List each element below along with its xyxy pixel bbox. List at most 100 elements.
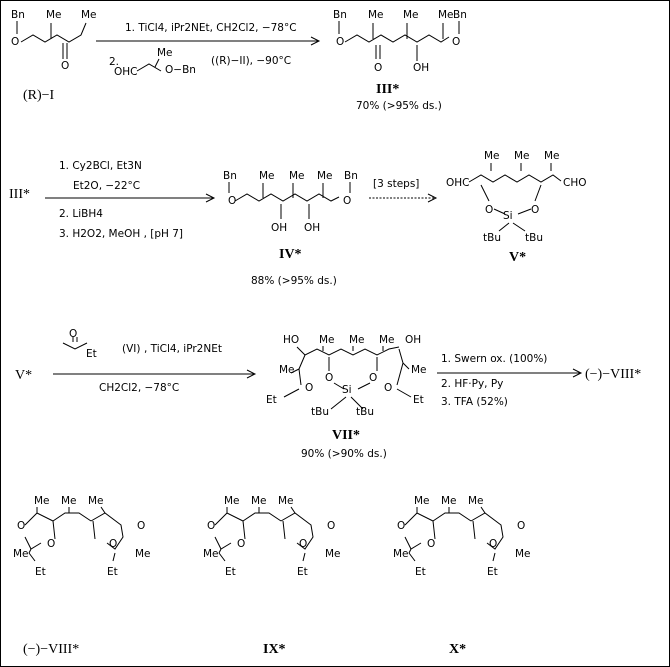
me-label: Me (259, 170, 275, 182)
condition-2: CH2Cl2, −78°C (99, 382, 179, 394)
me-label: Me (514, 150, 530, 162)
bond-skeleton (214, 506, 314, 562)
o-label: O (47, 538, 55, 550)
oh-label: OH (271, 222, 287, 234)
tbu-label: tBu (311, 406, 329, 418)
me-label: Me (544, 150, 560, 162)
o-label: O (397, 520, 405, 532)
me-label: Me (317, 170, 333, 182)
me-label: Me (379, 334, 395, 346)
me-label: Me (34, 495, 50, 507)
compound-label: IX* (263, 642, 286, 657)
me-label: Me (319, 334, 335, 346)
reaction-arrow-3: [3 steps] (369, 178, 438, 203)
bn-label: Bn (333, 9, 347, 21)
condition-2: 2. HF·Py, Py (441, 378, 503, 390)
compound-label: III* (376, 82, 399, 97)
compound-iii: Bn O Me Me Me Bn O O OH III* 70% (>95% d… (333, 9, 467, 112)
me-label: Me (414, 495, 430, 507)
o-label: O (299, 538, 307, 550)
compound-r-i: Bn O Me Me O (R)−I (11, 9, 97, 103)
compound-label: V* (509, 250, 526, 265)
three-steps-label: [3 steps] (373, 178, 419, 190)
et-label: Et (487, 566, 498, 578)
compound-iv: Bn O Me Me Me Bn O OH OH IV* 88% (>95% d… (223, 170, 358, 287)
me-label: Me (438, 9, 454, 21)
arrow-head-icon (427, 193, 438, 203)
me-label: Me (251, 495, 267, 507)
yield-label: 90% (>90% ds.) (301, 448, 387, 460)
o-label: O (305, 382, 313, 394)
yield-label: 88% (>95% ds.) (251, 275, 337, 287)
me-label: Me (349, 334, 365, 346)
o-label: O (61, 60, 69, 72)
reaction-arrow-1: 1. TiCl4, iPr2NEt, CH2Cl2, −78°C 2. OHC … (96, 22, 321, 78)
me-label: Me (515, 548, 531, 560)
bond-skeleton (24, 506, 124, 562)
condition-3: 3. H2O2, MeOH , [pH 7] (59, 228, 183, 240)
o-label: O (327, 520, 335, 532)
et-label: Et (413, 394, 424, 406)
arrow-head-icon (310, 36, 321, 46)
reagent-ii-tail: O−Bn (165, 64, 196, 76)
o-label: O (452, 36, 460, 48)
tbu-label: tBu (483, 232, 501, 244)
bn-label: Bn (223, 170, 237, 182)
o-label: O (485, 204, 493, 216)
o-label: O (325, 372, 333, 384)
condition-1: 1. TiCl4, iPr2NEt, CH2Cl2, −78°C (125, 22, 297, 34)
me-label: Me (13, 548, 29, 560)
condition-2-number: 2. (109, 56, 119, 68)
et-label: Et (266, 394, 277, 406)
o-label: O (17, 520, 25, 532)
me-label: Me (88, 495, 104, 507)
o-label: O (11, 36, 19, 48)
condition-2: 2. LiBH4 (59, 208, 103, 220)
o-label: O (207, 520, 215, 532)
condition-1: 1. Cy2BCl, Et3N (59, 160, 142, 172)
compound-viii-product: (−)−VIII* (585, 367, 641, 382)
me-label: Me (224, 495, 240, 507)
me-label: Me (279, 364, 295, 376)
compound-label: IV* (279, 247, 302, 262)
yield-label: 70% (>95% ds.) (356, 100, 442, 112)
o-label: O (489, 538, 497, 550)
oh-label: OH (304, 222, 320, 234)
bond-skeleton (468, 163, 562, 232)
et-label: Et (297, 566, 308, 578)
compound-label: (R)−I (23, 88, 55, 103)
ohc-label: OHC (446, 177, 470, 189)
me-label: Me (393, 548, 409, 560)
bond-skeleton (338, 21, 460, 61)
compound-x: Me Me Me O O O O Me Me Et Et X* (393, 495, 531, 657)
me-label: Me (368, 9, 384, 21)
compound-iii-ref: III* (9, 187, 30, 202)
o-label: O (369, 372, 377, 384)
bond-skeleton (228, 182, 351, 219)
reagent-ii-bonds (136, 58, 162, 72)
reaction-arrow-5: 1. Swern ox. (100%) 2. HF·Py, Py 3. TFA … (437, 353, 583, 408)
o-label: O (427, 538, 435, 550)
reaction-arrow-4: O Et (VI) , TiCl4, iPr2NEt CH2Cl2, −78°C (53, 328, 257, 394)
o-label: O (137, 520, 145, 532)
oh-label: OH (413, 62, 429, 74)
me-label: Me (484, 150, 500, 162)
condition-2: ((R)−II), −90°C (211, 55, 291, 67)
o-label: O (336, 36, 344, 48)
oh-label: OH (405, 334, 421, 346)
compound-viii: Me Me Me O O O O Me Me Et Et (−)−VIII* (13, 495, 151, 657)
me-label: Me (203, 548, 219, 560)
me-label: Me (289, 170, 305, 182)
bn-label: Bn (344, 170, 358, 182)
compound-vii: HO Me Me Me OH Me Me O O Si O O Et Et tB… (266, 334, 427, 460)
o-label: O (228, 195, 236, 207)
et-label: Et (86, 348, 97, 360)
compound-label: VII* (332, 428, 360, 443)
bn-label: Bn (11, 9, 25, 21)
me-label: Me (81, 9, 97, 21)
et-label: Et (225, 566, 236, 578)
bond-skeleton (404, 506, 504, 562)
arrow-head-icon (246, 369, 257, 379)
o-label: O (237, 538, 245, 550)
